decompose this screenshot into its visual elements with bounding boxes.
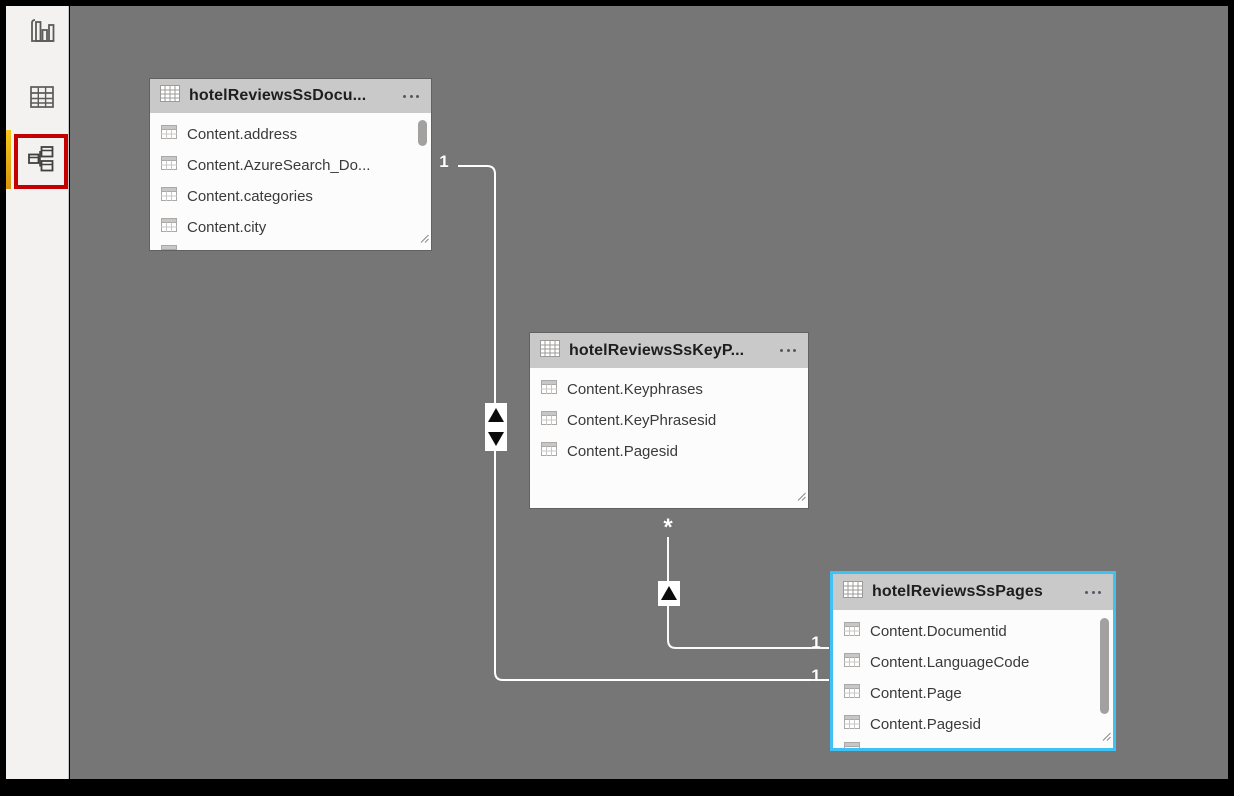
field-label: Content.Keyphrases: [567, 381, 703, 398]
resize-handle-icon[interactable]: [797, 488, 806, 506]
field-icon: [844, 684, 860, 703]
table-title: hotelReviewsSsDocu...: [189, 87, 367, 104]
table-scrollbar[interactable]: [418, 120, 427, 146]
field-row[interactable]: Content.LanguageCode: [833, 647, 1113, 678]
relationship-line-keyp-pages[interactable]: [667, 537, 829, 649]
table-card-header[interactable]: hotelReviewsSsKeyP...: [530, 333, 808, 368]
cardinality-label-one: 1: [811, 666, 821, 685]
field-row[interactable]: Content.Keyphrases: [530, 374, 808, 405]
table-card-header[interactable]: hotelReviewsSsDocu...: [150, 79, 431, 113]
field-label: Content.address: [187, 126, 298, 143]
field-label: Content.Documentid: [870, 623, 1007, 640]
sidebar-item-model-view[interactable]: [25, 146, 57, 178]
field-row[interactable]: Content.Page: [833, 678, 1113, 709]
field-row-partial: [150, 243, 431, 250]
field-icon: [844, 653, 860, 672]
field-list: Content.address Content.AzureSearch_Do..…: [150, 113, 431, 250]
table-icon: [540, 339, 560, 362]
field-row-partial: [833, 740, 1113, 748]
more-options-icon[interactable]: [1083, 587, 1103, 598]
table-title: hotelReviewsSsPages: [872, 583, 1043, 600]
field-icon: [161, 125, 177, 144]
selected-view-indicator-bar: [6, 130, 11, 189]
field-icon: [161, 245, 177, 250]
field-label: Content.Page: [870, 685, 962, 702]
field-label: Content.Pagesid: [567, 443, 678, 460]
table-card-hotelReviewsSsPages[interactable]: hotelReviewsSsPages Content.Documentid C…: [830, 571, 1116, 751]
field-row[interactable]: Content.Pagesid: [530, 436, 808, 467]
field-icon: [541, 380, 557, 399]
table-icon: [160, 85, 180, 107]
table-title: hotelReviewsSsKeyP...: [569, 341, 745, 359]
field-label: Content.city: [187, 219, 267, 236]
field-icon: [844, 742, 860, 748]
bar-chart-icon: [28, 17, 56, 50]
field-label: Content.AzureSearch_Do...: [187, 157, 371, 174]
table-card-hotelReviewsSsKeyPhrases[interactable]: hotelReviewsSsKeyP... Content.Keyphrases…: [530, 333, 808, 508]
sidebar-item-report-view[interactable]: [26, 17, 58, 49]
resize-handle-icon[interactable]: [1102, 728, 1111, 746]
field-icon: [844, 622, 860, 641]
field-row[interactable]: Content.Pagesid: [833, 709, 1113, 740]
view-switcher-sidebar: [6, 6, 69, 779]
field-row[interactable]: Content.KeyPhrasesid: [530, 405, 808, 436]
table-scrollbar[interactable]: [1100, 618, 1109, 714]
field-icon: [844, 715, 860, 734]
more-options-icon[interactable]: [401, 91, 421, 102]
table-card-header[interactable]: hotelReviewsSsPages: [833, 574, 1113, 610]
resize-handle-icon[interactable]: [420, 230, 429, 248]
data-table-icon: [29, 84, 55, 115]
model-relationships-icon: [26, 144, 56, 179]
field-icon: [541, 411, 557, 430]
field-icon: [161, 187, 177, 206]
field-row[interactable]: Content.city: [150, 212, 431, 243]
field-icon: [161, 156, 177, 175]
field-label: Content.LanguageCode: [870, 654, 1030, 671]
table-card-hotelReviewsSsDocuments[interactable]: hotelReviewsSsDocu... Content.address Co…: [150, 79, 431, 250]
table-icon: [843, 581, 863, 603]
field-icon: [161, 218, 177, 237]
cardinality-label-many: *: [663, 514, 673, 541]
sidebar-item-data-view[interactable]: [26, 83, 58, 115]
field-label: Content.KeyPhrasesid: [567, 412, 717, 429]
cardinality-label-one: 1: [439, 152, 449, 171]
field-row[interactable]: Content.address: [150, 119, 431, 150]
field-row[interactable]: Content.Documentid: [833, 616, 1113, 647]
field-label: Content.categories: [187, 188, 313, 205]
field-list: Content.Keyphrases Content.KeyPhrasesid …: [530, 368, 808, 467]
field-row[interactable]: Content.AzureSearch_Do...: [150, 150, 431, 181]
model-view-highlight-box: [14, 134, 68, 189]
field-list: Content.Documentid Content.LanguageCode …: [833, 610, 1113, 748]
more-options-icon[interactable]: [778, 345, 798, 356]
cardinality-label-one: 1: [811, 633, 821, 652]
field-label: Content.Pagesid: [870, 716, 981, 733]
field-row[interactable]: Content.categories: [150, 181, 431, 212]
field-icon: [541, 442, 557, 461]
